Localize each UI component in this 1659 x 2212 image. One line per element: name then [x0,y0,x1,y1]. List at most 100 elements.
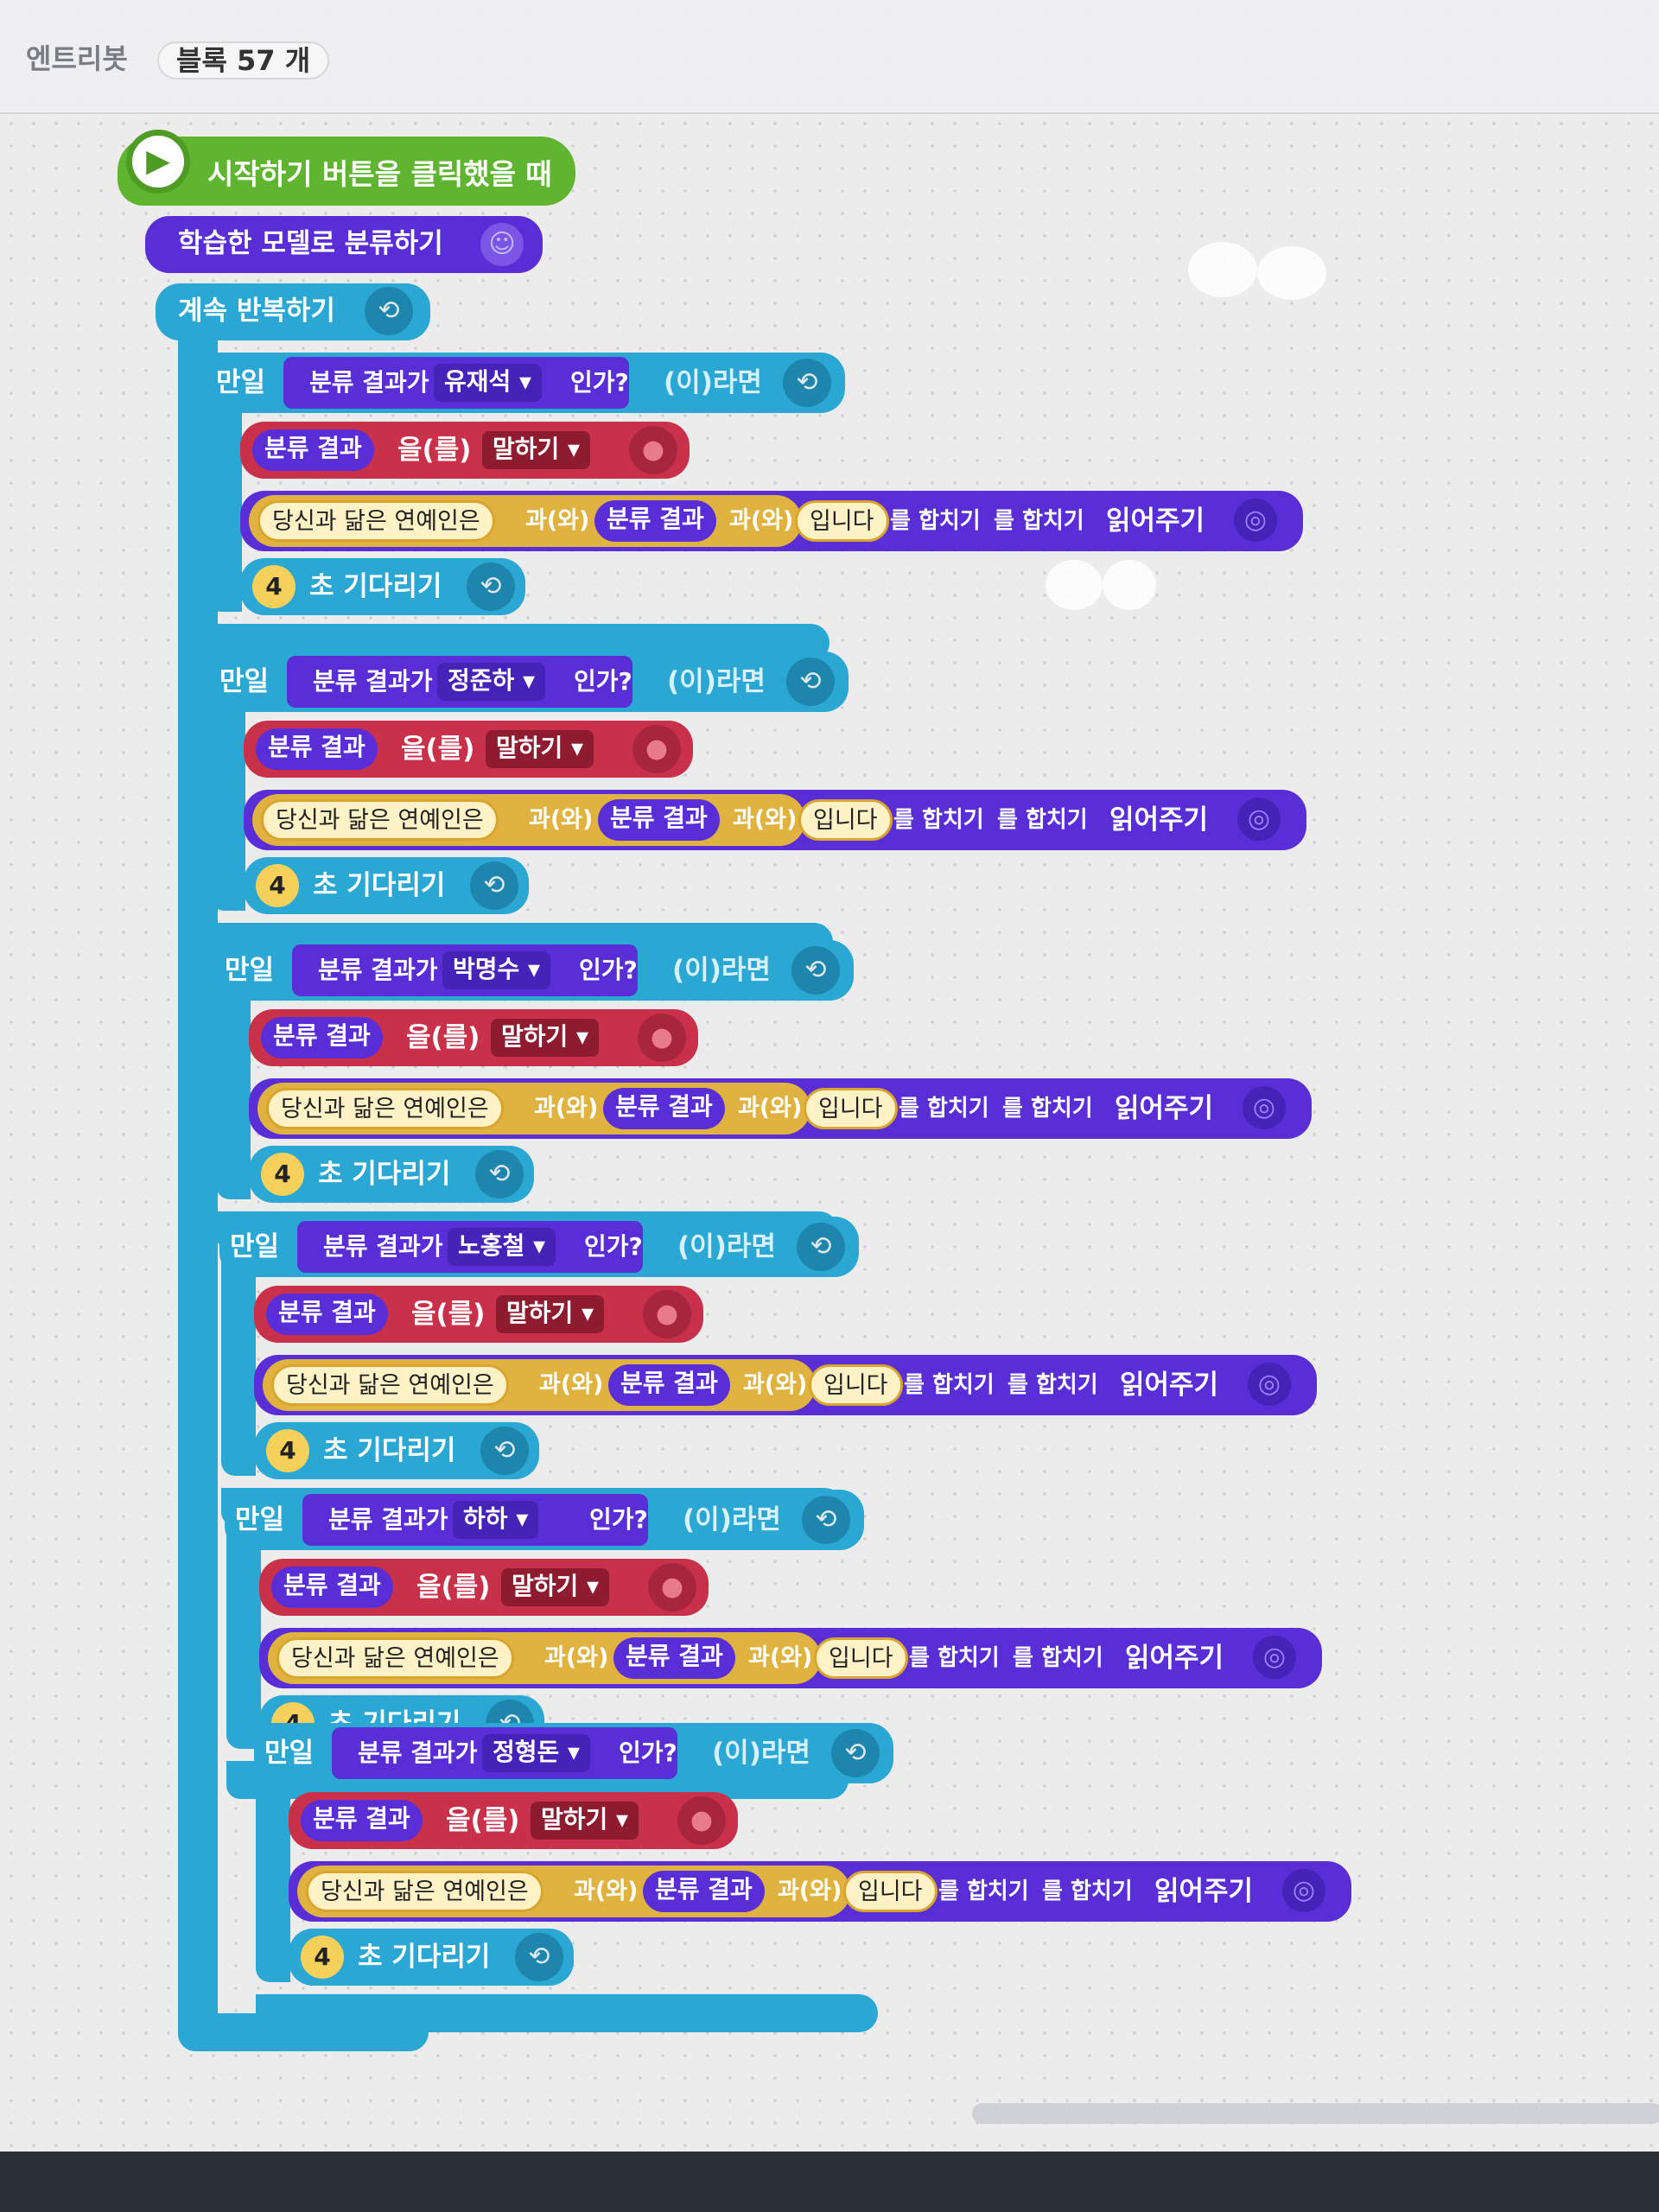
text-input[interactable]: 입니다 [798,799,893,841]
text-input[interactable]: 입니다 [814,1637,908,1679]
model-class-dropdown[interactable]: 유재석 ▾ [434,364,543,402]
flow-icon: ⟲ [515,1933,563,1981]
seconds-input[interactable]: 4 [266,1429,309,1472]
say-dropdown[interactable]: 말하기 ▾ [496,1295,605,1333]
taskbar [0,2152,1659,2212]
then-label: (이)라면 [672,955,771,986]
flow-icon: ⟲ [470,861,518,910]
model-class-dropdown[interactable]: 박명수 ▾ [442,951,551,989]
join-suffix-label: 를 합치기 [893,807,984,833]
classification-result-pill[interactable]: 분류 결과 [266,1294,388,1335]
join-suffix-label: 를 합치기 [1013,1645,1103,1671]
text-input[interactable]: 입니다 [804,1088,898,1129]
say-dropdown[interactable]: 말하기 ▾ [491,1019,600,1057]
join-connector-label: 과(와) [748,1644,813,1671]
start-event-block[interactable] [118,137,575,206]
forever-loop-label: 계속 반복하기 [178,296,335,327]
join-connector-label: 과(와) [539,1371,604,1398]
object-name-label[interactable]: 엔트리봇 [26,42,128,75]
classification-result-pill[interactable]: 분류 결과 [598,799,720,841]
say-object-label: 을(를) [401,734,475,765]
classification-result-pill[interactable]: 분류 결과 [613,1637,735,1679]
join-connector-label: 과(와) [525,507,590,534]
tts-icon: ◎ [1237,798,1281,841]
screen-glare [1257,246,1326,300]
text-input[interactable]: 당신과 닮은 연예인은 [261,799,499,841]
text-input[interactable]: 입니다 [795,500,889,542]
text-input[interactable]: 당신과 닮은 연예인은 [276,1637,514,1679]
text-input[interactable]: 당신과 닮은 연예인은 [271,1364,509,1406]
model-class-dropdown[interactable]: 정준하 ▾ [437,663,546,701]
classification-result-pill[interactable]: 분류 결과 [261,1017,383,1058]
flow-icon: ⟲ [831,1729,880,1777]
classification-result-pill[interactable]: 분류 결과 [252,429,374,471]
sound-icon: ● [648,1563,696,1611]
condition-label: 분류 결과가 [328,1505,448,1534]
join-suffix-label: 를 합치기 [904,1372,995,1398]
classification-result-pill[interactable]: 분류 결과 [608,1364,730,1406]
read-aloud-label: 읽어주기 [1106,505,1205,537]
horizontal-scrollbar[interactable] [972,2103,1659,2124]
join-suffix-label: 를 합치기 [1042,1878,1133,1904]
say-dropdown[interactable]: 말하기 ▾ [531,1802,639,1840]
classify-block[interactable] [145,216,543,273]
read-aloud-label: 읽어주기 [1125,1643,1224,1674]
classification-result-pill[interactable]: 분류 결과 [594,500,716,542]
condition-label: 분류 결과가 [323,1232,443,1261]
read-aloud-label: 읽어주기 [1109,804,1209,836]
tts-icon: ◎ [1253,1636,1296,1679]
seconds-input[interactable]: 4 [252,565,296,608]
then-label: (이)라면 [677,1231,776,1262]
model-class-dropdown[interactable]: 노홍철 ▾ [448,1228,556,1266]
wait-label: 초 기다리기 [323,1435,456,1466]
join-connector-label: 과(와) [574,1878,639,1904]
join-connector-label: 과(와) [743,1371,808,1398]
tts-icon: ◎ [1248,1363,1291,1406]
model-class-dropdown[interactable]: 정형돈 ▾ [482,1734,591,1772]
text-input[interactable]: 입니다 [843,1871,938,1912]
flow-icon: ⟲ [467,563,515,611]
text-input[interactable]: 당신과 닮은 연예인은 [266,1088,504,1129]
tts-icon: ◎ [1243,1086,1286,1129]
flow-icon: ⟲ [480,1427,529,1475]
sound-icon: ● [638,1014,686,1062]
join-connector-label: 과(와) [534,1095,599,1122]
condition-label: 분류 결과가 [318,956,438,984]
if-label: 만일 [235,1504,285,1535]
if-block-bottom-arm[interactable] [256,1994,878,2032]
classification-result-pill[interactable]: 분류 결과 [271,1567,393,1608]
if-label: 만일 [230,1231,280,1262]
say-object-label: 을(를) [411,1299,486,1330]
text-input[interactable]: 당신과 닮은 연예인은 [306,1871,543,1912]
if-label: 만일 [216,367,266,398]
if-label: 만일 [225,955,275,986]
condition-suffix: 인가? [570,368,629,397]
classification-result-pill[interactable]: 분류 결과 [643,1871,765,1912]
classification-result-pill[interactable]: 분류 결과 [301,1800,423,1841]
wait-label: 초 기다리기 [318,1159,451,1190]
wait-label: 초 기다리기 [358,1942,491,1973]
seconds-input[interactable]: 4 [261,1153,304,1196]
say-dropdown[interactable]: 말하기 ▾ [486,730,594,768]
condition-suffix: 인가? [619,1738,677,1767]
join-suffix-label: 를 합치기 [994,508,1084,534]
wait-label: 초 기다리기 [309,571,442,602]
model-class-dropdown[interactable]: 하하 ▾ [453,1501,539,1539]
sound-icon: ● [632,725,681,773]
say-dropdown[interactable]: 말하기 ▾ [482,431,591,469]
seconds-input[interactable]: 4 [301,1936,344,1979]
text-input[interactable]: 입니다 [809,1364,903,1406]
condition-suffix: 인가? [589,1505,648,1534]
classification-result-pill[interactable]: 분류 결과 [256,728,378,770]
seconds-input[interactable]: 4 [256,864,299,907]
classification-result-pill[interactable]: 분류 결과 [603,1088,725,1129]
text-input[interactable]: 당신과 닮은 연예인은 [257,500,495,542]
ai-model-icon: ☺ [480,223,524,266]
condition-label: 분류 결과가 [313,667,433,696]
join-suffix-label: 를 합치기 [997,807,1088,833]
join-suffix-label: 를 합치기 [938,1878,1029,1904]
say-dropdown[interactable]: 말하기 ▾ [501,1568,610,1606]
tts-icon: ◎ [1282,1869,1325,1912]
flow-icon: ⟲ [786,658,835,706]
join-connector-label: 과(와) [544,1644,609,1671]
